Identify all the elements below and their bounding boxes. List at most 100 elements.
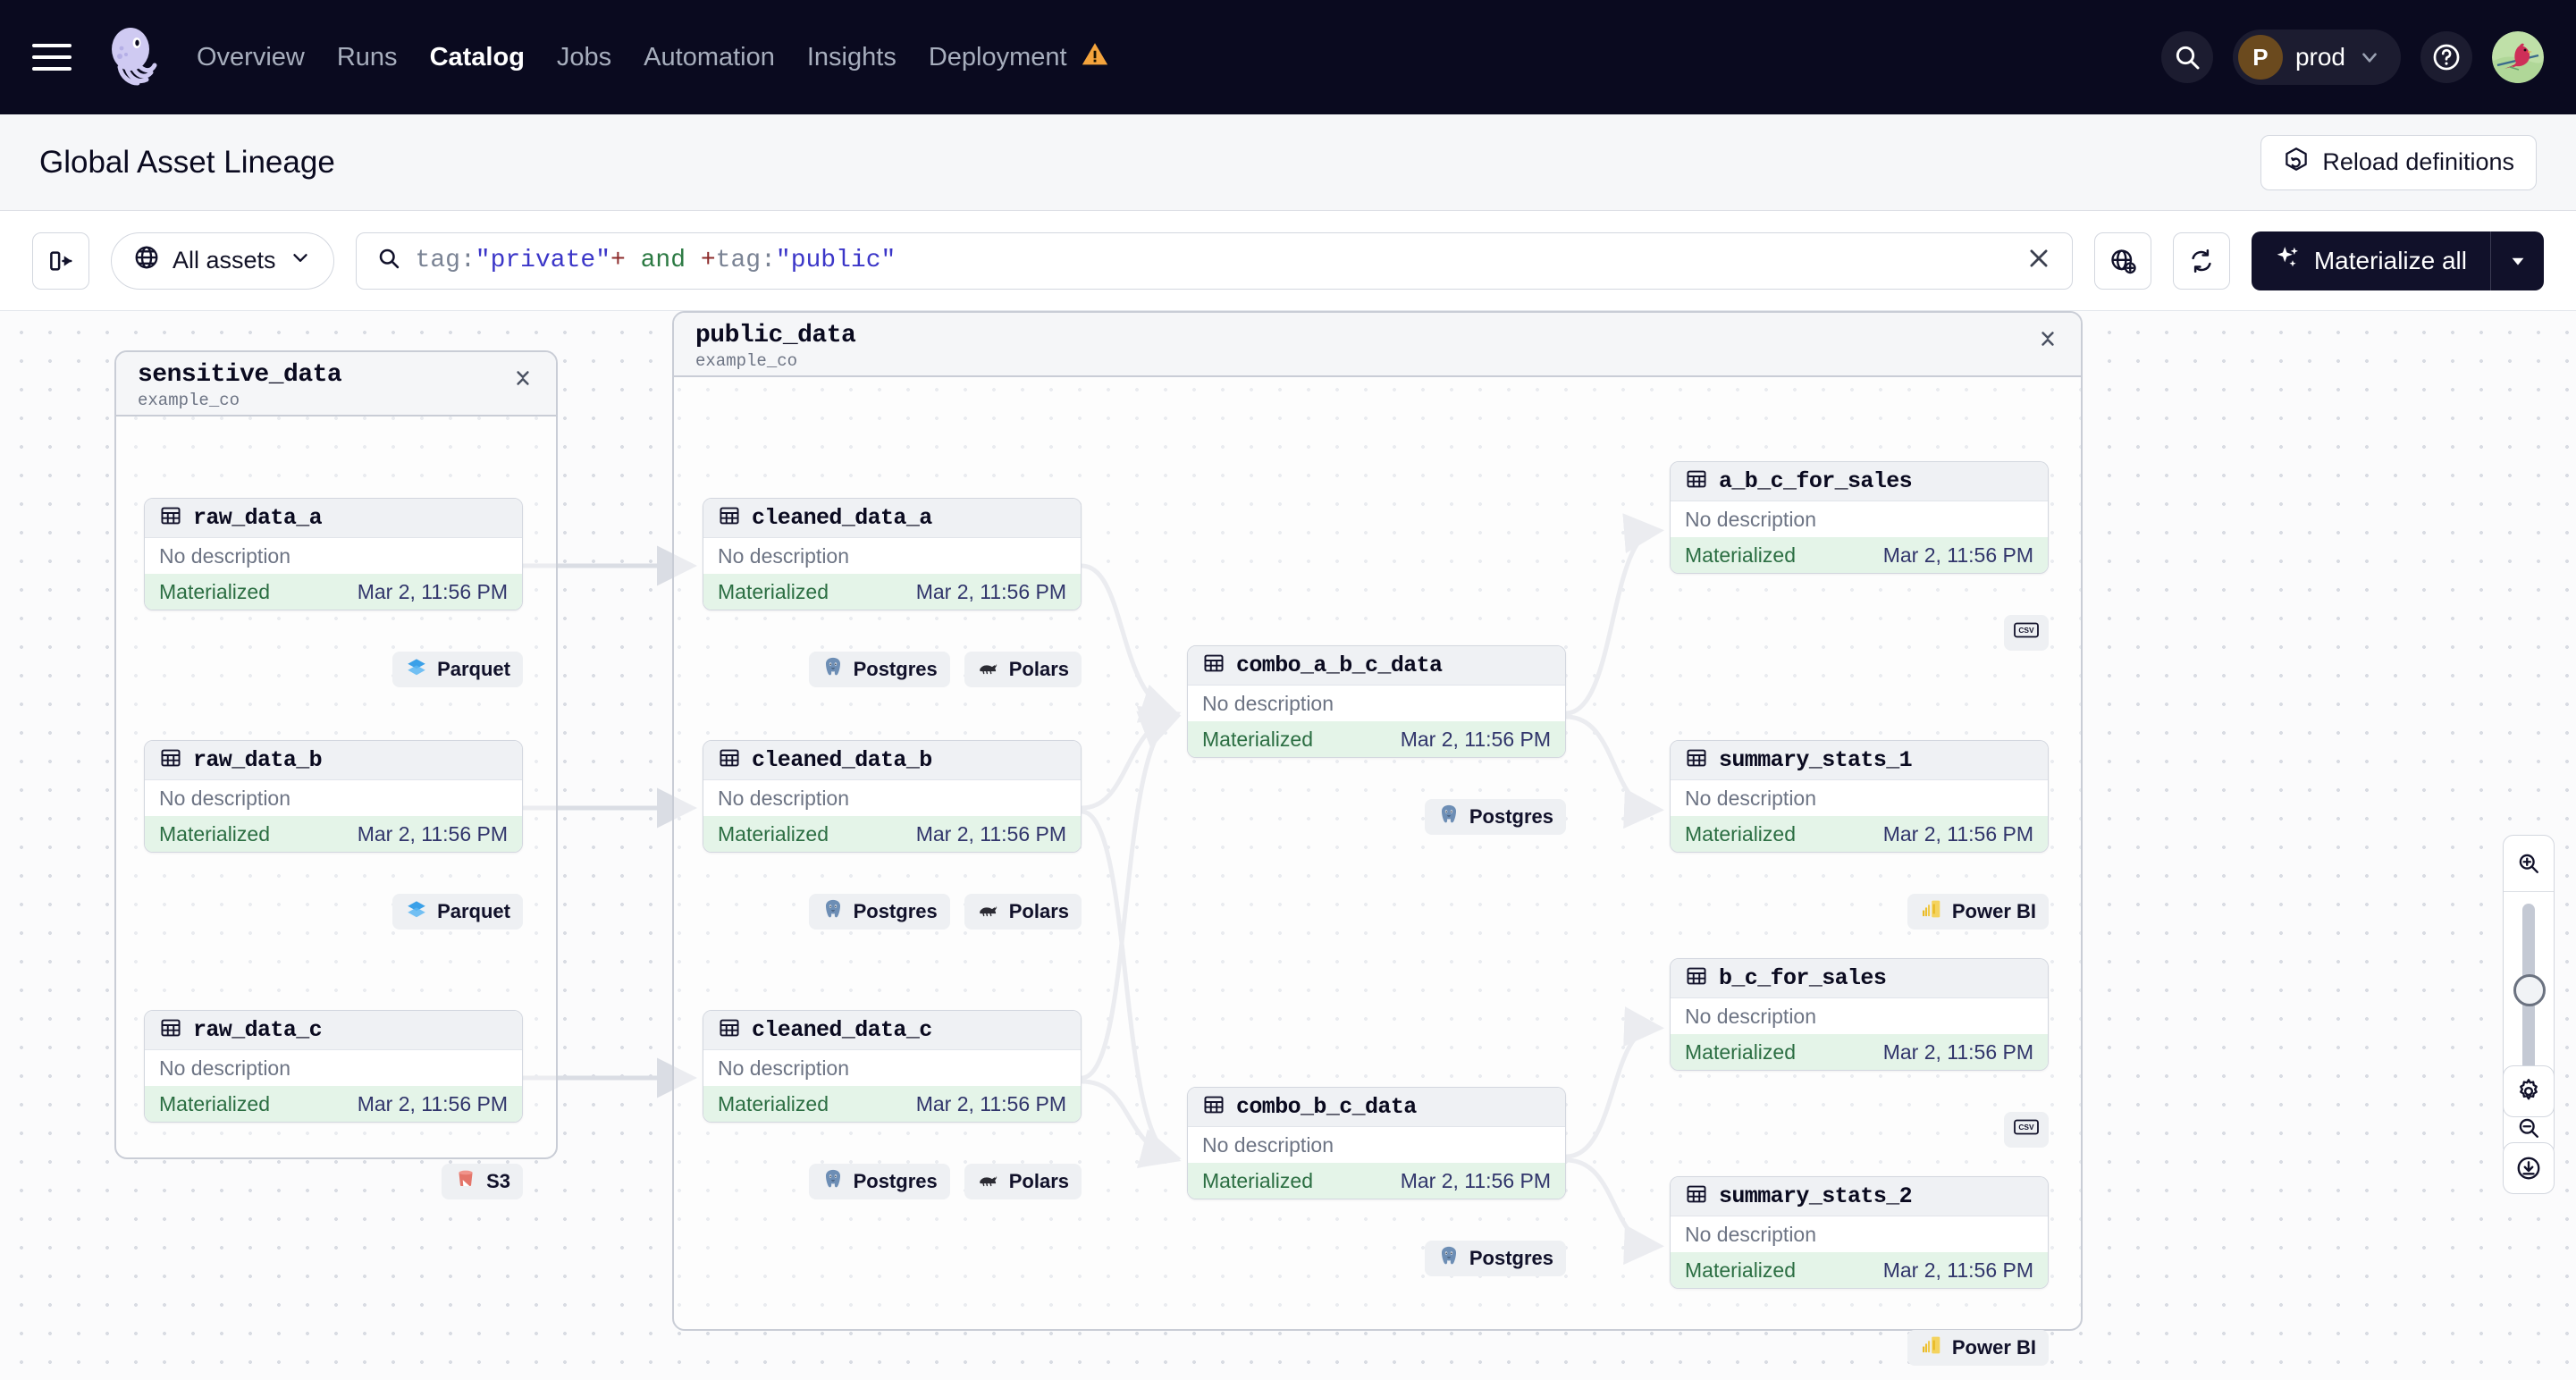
lineage-canvas[interactable]: sensitive_data example_co public_data ex…: [0, 311, 2576, 1380]
status-badge: Materialized: [1685, 543, 1796, 567]
asset-group-name: sensitive_data: [138, 361, 342, 389]
reload-definitions-button[interactable]: Reload definitions: [2260, 134, 2537, 190]
asset-group-header: public_data example_co: [674, 313, 2081, 377]
asset-node-name: cleaned_data_b: [752, 747, 932, 773]
table-icon: [1685, 467, 1708, 495]
asset-node-header: cleaned_data_c: [703, 1011, 1081, 1050]
search-input[interactable]: tag:"private"+ and +tag:"public": [355, 231, 2073, 290]
deployment-name: prod: [2294, 43, 2345, 71]
asset-node-timestamp: Mar 2, 11:56 PM: [915, 1091, 1066, 1115]
asset-tag-parquet[interactable]: Parquet: [392, 652, 523, 687]
asset-tag-polars[interactable]: Polars: [964, 1164, 1082, 1199]
status-badge: Materialized: [1202, 1168, 1313, 1192]
avatar[interactable]: [2492, 31, 2544, 83]
postgres-icon: [1437, 803, 1461, 831]
asset-tag-postgres[interactable]: Postgres: [1424, 1241, 1566, 1276]
zoom-slider[interactable]: [2504, 892, 2554, 1099]
asset-node-header: raw_data_b: [145, 741, 522, 780]
nav-link-insights[interactable]: Insights: [806, 42, 897, 72]
parquet-icon: [405, 897, 428, 926]
asset-tag-parquet[interactable]: Parquet: [392, 894, 523, 930]
lineage-toolbar: All assets tag:"private"+ and +tag:"publ…: [0, 211, 2576, 311]
asset-node-timestamp: Mar 2, 11:56 PM: [1882, 1039, 2033, 1064]
materialize-all-dropdown[interactable]: [2490, 231, 2544, 290]
status-badge: Materialized: [1202, 727, 1313, 751]
chevron-down-icon: [2362, 53, 2377, 63]
asset-tag-csv[interactable]: CSV: [2004, 1112, 2049, 1148]
sidebar-toggle-icon[interactable]: [32, 231, 89, 290]
nav-link-overview[interactable]: Overview: [197, 42, 305, 72]
asset-tag-s3[interactable]: S3: [442, 1164, 523, 1199]
dagster-octopus-logo[interactable]: [100, 24, 166, 90]
deployment-avatar: P: [2237, 35, 2283, 80]
asset-tag-polars[interactable]: Polars: [964, 652, 1082, 687]
globe-plus-icon[interactable]: [2093, 231, 2151, 290]
all-assets-filter[interactable]: All assets: [111, 231, 334, 290]
collapse-icon[interactable]: [511, 361, 535, 394]
asset-tag-postgres[interactable]: Postgres: [808, 652, 950, 687]
zoom-out-icon[interactable]: [2504, 1100, 2554, 1156]
s3-icon: [454, 1167, 477, 1196]
asset-tag-polars[interactable]: Polars: [964, 894, 1082, 930]
download-circle-icon[interactable]: [2503, 1142, 2555, 1194]
asset-node-description: No description: [145, 780, 522, 816]
nav-link-catalog[interactable]: Catalog: [429, 42, 525, 72]
close-icon[interactable]: [2025, 245, 2052, 277]
search-icon[interactable]: [2160, 31, 2213, 83]
nav-link-automation[interactable]: Automation: [644, 42, 775, 72]
nav-link-deployment[interactable]: Deployment: [928, 42, 1067, 72]
asset-tag-postgres[interactable]: Postgres: [808, 894, 950, 930]
asset-tag-postgres[interactable]: Postgres: [808, 1164, 950, 1199]
asset-node-timestamp: Mar 2, 11:56 PM: [357, 821, 508, 846]
zoom-in-icon[interactable]: [2504, 836, 2554, 891]
nav-link-jobs[interactable]: Jobs: [556, 42, 612, 72]
asset-tag-label: Postgres: [1469, 1247, 1553, 1269]
gear-icon[interactable]: [2503, 1065, 2555, 1117]
materialize-all-button[interactable]: Materialize all: [2251, 231, 2544, 290]
refresh-icon[interactable]: [2172, 231, 2230, 290]
asset-node-timestamp: Mar 2, 11:56 PM: [915, 821, 1066, 846]
asset-group-subtitle: example_co: [695, 351, 798, 371]
asset-node-name: summary_stats_2: [1719, 1183, 1913, 1209]
nav-link-runs[interactable]: Runs: [336, 42, 398, 72]
asset-tag-power-bi[interactable]: Power BI: [1907, 894, 2049, 930]
deployment-selector[interactable]: P prod: [2232, 29, 2401, 85]
asset-node-timestamp: Mar 2, 11:56 PM: [1882, 1258, 2033, 1282]
asset-node-tags: Power BI: [1670, 894, 2049, 930]
hamburger-menu-icon[interactable]: [32, 34, 79, 80]
asset-tag-csv[interactable]: CSV: [2004, 615, 2049, 651]
collapse-icon[interactable]: [2036, 322, 2059, 355]
asset-node-name: b_c_for_sales: [1719, 965, 1887, 991]
asset-node-header: cleaned_data_a: [703, 499, 1081, 538]
status-badge: Materialized: [159, 821, 270, 846]
asset-node-status: Materialized Mar 2, 11:56 PM: [145, 816, 522, 852]
asset-tag-label: Polars: [1008, 900, 1069, 922]
zoom-slider-handle[interactable]: [2513, 974, 2546, 1006]
asset-tag-power-bi[interactable]: Power BI: [1907, 1330, 2049, 1366]
asset-node-name: cleaned_data_a: [752, 505, 932, 531]
asset-tag-postgres[interactable]: Postgres: [1424, 799, 1566, 835]
asset-node-header: cleaned_data_b: [703, 741, 1081, 780]
asset-node-header: b_c_for_sales: [1671, 959, 2048, 998]
asset-node-name: combo_b_c_data: [1236, 1094, 1417, 1120]
materialize-all-main[interactable]: Materialize all: [2252, 231, 2490, 290]
postgres-icon: [1437, 1244, 1461, 1273]
page-header: Global Asset Lineage Reload definitions: [0, 114, 2576, 211]
question-circle-icon[interactable]: [2420, 31, 2472, 83]
